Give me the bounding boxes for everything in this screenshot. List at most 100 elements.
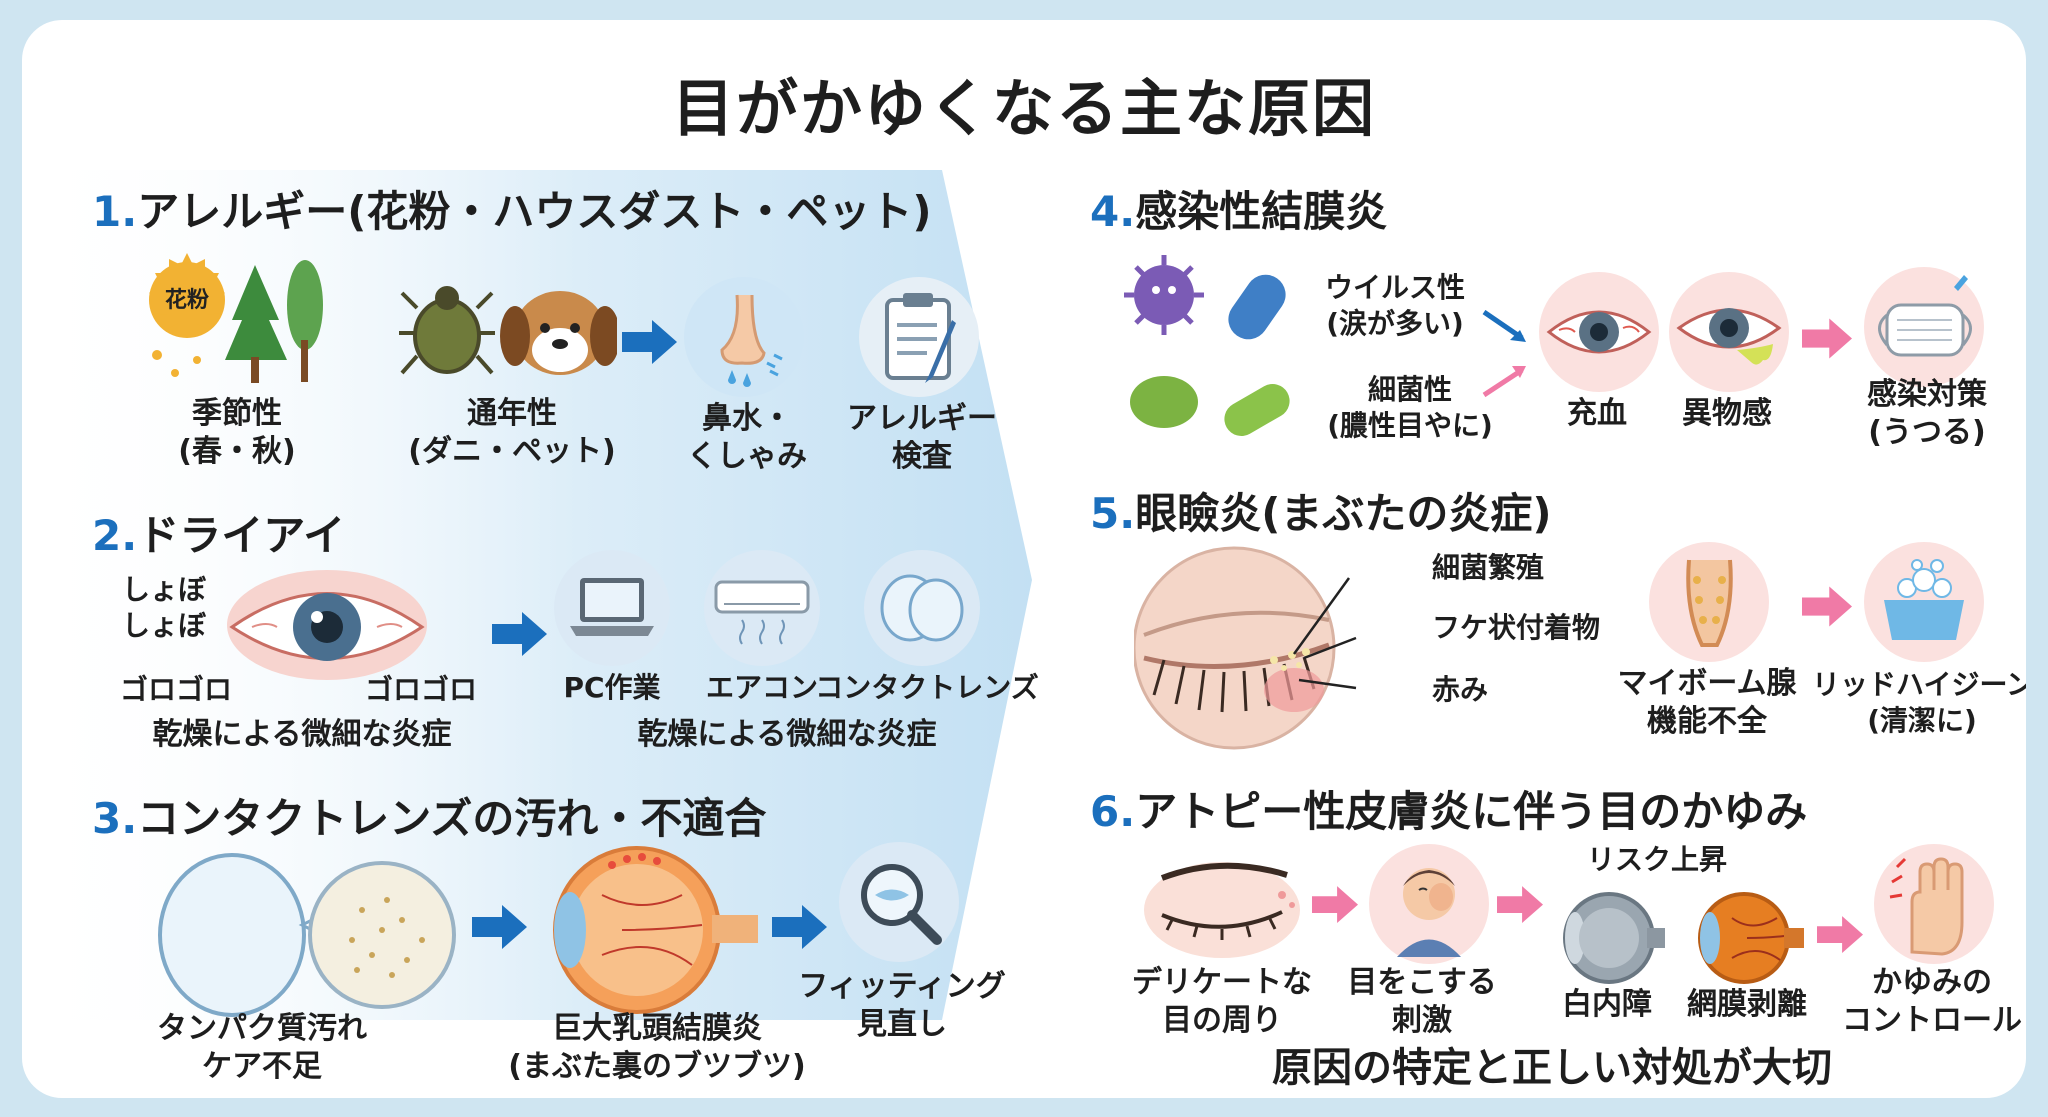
section-3-title: コンタクトレンズの汚れ・不適合 <box>137 794 767 843</box>
section-3-heading: 3.コンタクトレンズの汚れ・不適合 <box>92 785 766 846</box>
callout-dandruff: フケ状付着物 <box>1432 611 1601 644</box>
callout-bacterial-growth: 細菌繁殖 <box>1432 551 1545 584</box>
perennial-label: 通年性(ダニ・ペット) <box>382 395 642 471</box>
mite-and-dog-icons <box>399 286 617 375</box>
section-6-heading: 6.アトピー性皮膚炎に伴う目のかゆみ <box>1090 778 1807 839</box>
section-1-title: アレルギー(花粉・ハウスダスト・ペット) <box>137 187 932 236</box>
allergy-test-label: アレルギー検査 <box>827 400 1017 476</box>
bacterial-line1: 細菌性 <box>1367 373 1452 406</box>
itchy-hand-icon <box>1874 844 1994 964</box>
infection-control-line1: 感染対策 <box>1867 377 1987 412</box>
section-4-title: 感染性結膜炎 <box>1135 187 1388 236</box>
pink-arrow-icon <box>1802 586 1852 627</box>
callout-redness: 赤み <box>1432 673 1489 706</box>
dog-icon <box>500 291 617 375</box>
discharge-eye-icon <box>1669 272 1789 392</box>
rubbing-person-icon <box>1369 844 1489 964</box>
protein-dirt-line2: ケア不足 <box>202 1049 322 1084</box>
rubbing-line1: 目をこする <box>1347 965 1497 1000</box>
gpc-label: 巨大乳頭結膜炎(まぶた裏のブツブツ) <box>492 1010 822 1086</box>
section-6-title: アトピー性皮膚炎に伴う目のかゆみ <box>1135 787 1808 836</box>
magnifier-icon <box>839 842 959 962</box>
lid-hygiene-line2: (清潔に) <box>1867 704 1977 737</box>
itch-control-line1: かゆみの <box>1872 965 1992 1000</box>
pink-arrow-icon <box>1312 886 1358 923</box>
protein-dirt-label: タンパク質汚れケア不足 <box>142 1010 382 1086</box>
lid-hygiene-line1: リッドハイジーン <box>1812 668 2026 701</box>
page-title: 目がかゆくなる主な原因 <box>671 72 1376 145</box>
redness-label: 充血 <box>1567 396 1627 431</box>
arrow-right-icon <box>622 320 677 364</box>
dryness-inflammation-right: 乾燥による微細な炎症 <box>637 717 937 752</box>
section-4-heading: 4.感染性結膜炎 <box>1090 178 1387 239</box>
pink-arrow-icon <box>1817 916 1863 953</box>
section-4-number: 4. <box>1090 187 1136 236</box>
fitting-line2: 見直し <box>857 1007 947 1042</box>
cataract-eye-icon <box>1563 892 1665 984</box>
dirty-lens-icon <box>158 853 456 1017</box>
seasonal-label: 季節性(春・秋) <box>152 395 322 471</box>
retinal-detachment-label: 網膜剥離 <box>1687 987 1807 1022</box>
section-5-title: 眼瞼炎(まぶたの炎症) <box>1135 489 1552 538</box>
shobo-line2: しょぼ <box>122 609 207 642</box>
red-eye-icon <box>1539 272 1659 392</box>
eyelid-closeup-icon <box>1134 546 1357 750</box>
viral-line2: (涙が多い) <box>1326 307 1464 340</box>
meibomian-gland-icon <box>1649 542 1769 662</box>
germs-group <box>1124 255 1290 436</box>
washing-icon <box>1864 542 1984 662</box>
mgd-line1: マイボーム腺 <box>1617 666 1797 701</box>
mgd-line2: 機能不全 <box>1647 704 1767 739</box>
retina-icon <box>1698 892 1804 984</box>
aircon-label: エアコン <box>705 671 818 704</box>
eye-icon <box>227 570 427 680</box>
allergy-test-line1: アレルギー <box>847 401 997 436</box>
virus-icon <box>1124 255 1204 335</box>
section-2-number: 2. <box>92 511 138 560</box>
infection-control-line2: (うつる) <box>1868 415 1986 450</box>
shobo-line1: しょぼ <box>122 573 207 606</box>
bacterial-label: 細菌性(膿性目やに) <box>1310 372 1510 444</box>
infection-control-label: 感染対策(うつる) <box>1842 376 2012 452</box>
infographic-card: 目がかゆくなる主な原因 1.アレルギー(花粉・ハウスダスト・ペット) 花粉 <box>22 20 2026 1098</box>
gorogoro-right: ゴロゴロ <box>365 673 478 706</box>
itch-control-label: かゆみのコントロール <box>1837 964 2026 1040</box>
foreign-body-label: 異物感 <box>1682 396 1772 431</box>
perennial-label-line1: 通年性 <box>467 396 557 431</box>
closed-eye-icon <box>1144 862 1300 958</box>
section-1-heading: 1.アレルギー(花粉・ハウスダスト・ペット) <box>92 178 932 239</box>
bacterial-line2: (膿性目やに) <box>1327 409 1493 442</box>
arrow-right-icon <box>472 905 527 949</box>
eyeball-cross-section-icon <box>553 846 758 1014</box>
viral-label: ウイルス性(涙が多い) <box>1310 270 1480 342</box>
runny-nose-line1: 鼻水・ <box>702 401 792 436</box>
section-3-number: 3. <box>92 794 138 843</box>
section-2-title: ドライアイ <box>137 511 346 560</box>
section-5-heading: 5.眼瞼炎(まぶたの炎症) <box>1090 480 1552 541</box>
lid-hygiene-label: リッドハイジーン(清潔に) <box>1812 667 2026 739</box>
delicate-skin-line2: 目の周り <box>1162 1003 1282 1038</box>
itch-control-line2: コントロール <box>1842 1003 2022 1038</box>
cataract-label: 白内障 <box>1562 987 1652 1022</box>
mask-icon <box>1864 267 1984 387</box>
clipboard-icon <box>859 277 979 397</box>
laptop-icon <box>554 550 670 666</box>
bacteria-icon <box>1130 274 1290 436</box>
section-6-number: 6. <box>1090 787 1136 836</box>
pollen-badge-text: 花粉 <box>165 287 209 313</box>
contact-lens-icon <box>864 550 980 666</box>
section-1-number: 1. <box>92 187 138 236</box>
gorogoro-left: ゴロゴロ <box>120 673 233 706</box>
footer-message: 原因の特定と正しい対処が大切 <box>1272 1045 1832 1091</box>
tree-icon <box>225 260 323 383</box>
rubbing-line2: 刺激 <box>1392 1003 1452 1038</box>
air-conditioner-icon <box>704 550 820 666</box>
delicate-skin-line1: デリケートな <box>1132 965 1312 1000</box>
pc-work-label: PC作業 <box>563 671 661 704</box>
converging-arrows-icon <box>1482 310 1526 398</box>
seasonal-label-line2: (春・秋) <box>178 434 296 469</box>
perennial-label-line2: (ダニ・ペット) <box>408 434 616 469</box>
pollen-icon: 花粉 <box>149 253 323 383</box>
seasonal-label-line1: 季節性 <box>192 396 282 431</box>
delicate-skin-label: デリケートな目の周り <box>1122 964 1322 1040</box>
